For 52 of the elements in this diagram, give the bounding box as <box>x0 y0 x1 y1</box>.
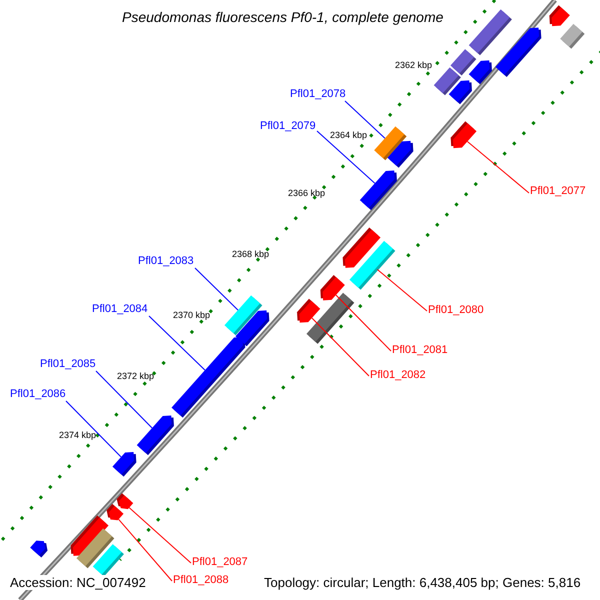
gene-feature <box>450 121 477 148</box>
footer-text: Accession: NC_007492 <box>8 575 148 590</box>
leader-line <box>316 130 376 184</box>
gene-feature <box>297 298 320 323</box>
gene-label: Pfl01_2088 <box>173 575 229 586</box>
gene-feature <box>136 416 174 456</box>
title: Pseudomonas fluorescens Pf0-1, complete genome <box>122 10 444 24</box>
gene-feature <box>306 292 354 344</box>
gene-feature <box>448 80 472 104</box>
gene-feature <box>320 274 345 300</box>
scale-label: 2364 kbp <box>330 131 368 140</box>
scale-label: 2374 kbp <box>59 431 96 440</box>
gene-feature <box>468 9 512 56</box>
gene-feature <box>468 60 492 84</box>
gene-label: Pfl01_2079 <box>260 121 316 132</box>
gene-feature <box>116 493 134 510</box>
gene-feature <box>360 170 397 210</box>
gene-feature <box>106 504 124 520</box>
scale-label: 2368 kbp <box>232 250 270 259</box>
gene-feature <box>387 140 414 168</box>
gene-feature <box>112 452 136 477</box>
gene-label: Pfl01_2080 <box>428 305 484 316</box>
gene-feature <box>549 5 570 26</box>
scale-label: 2372 kbp <box>117 372 154 381</box>
scale-label: 2362 kbp <box>395 61 432 70</box>
leader-line <box>118 518 172 582</box>
gene-label: Pfl01_2087 <box>192 557 248 568</box>
scale-label: 2366 kbp <box>288 189 326 198</box>
scale-label: 2370 kbp <box>173 311 210 320</box>
gene-label: Pfl01_2078 <box>290 89 346 100</box>
gene-label: Pfl01_2077 <box>530 186 586 197</box>
gene-label: Pfl01_2084 <box>92 304 148 315</box>
gene-feature <box>495 28 542 77</box>
gene-label: Pfl01_2083 <box>138 256 194 267</box>
gene-label: Pfl01_2085 <box>40 359 96 370</box>
gene-label: Pfl01_2082 <box>370 370 426 381</box>
gene-feature <box>342 228 381 268</box>
footer-text: Topology: circular; Length: 6,438,405 bp; Genes: 5,816 <box>262 575 583 590</box>
leader-line <box>96 370 153 428</box>
leader-line <box>311 318 370 376</box>
gene-feature <box>560 24 585 49</box>
leader-line <box>376 269 428 312</box>
gene-feature <box>172 337 246 418</box>
leader-line <box>194 268 238 311</box>
leader-line <box>344 100 386 139</box>
gene-label: Pfl01_2081 <box>392 345 448 356</box>
gene-label: Pfl01_2086 <box>10 389 66 400</box>
leader-line <box>148 316 206 371</box>
gene-feature <box>235 310 270 346</box>
gene-feature <box>30 540 48 558</box>
gene-feature <box>92 544 124 577</box>
leader-line <box>128 507 192 564</box>
